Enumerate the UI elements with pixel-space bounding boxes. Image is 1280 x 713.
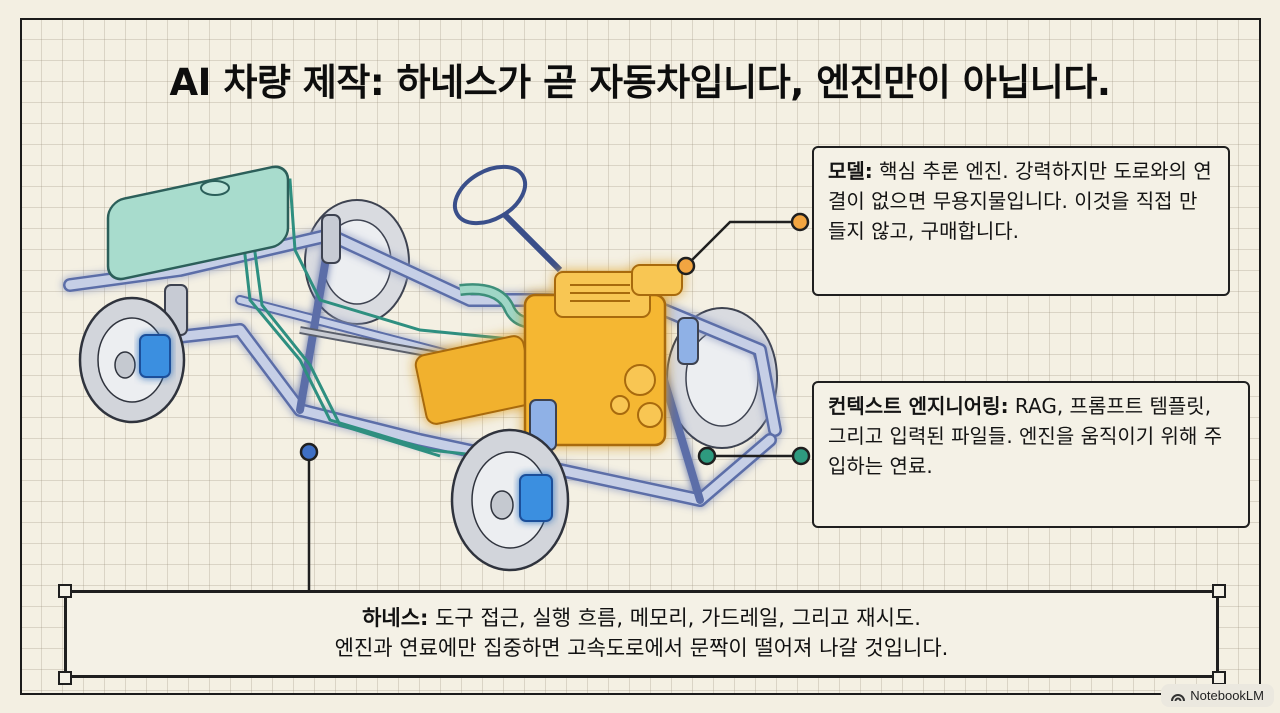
model-dot-callout — [790, 212, 810, 232]
notebooklm-watermark: NotebookLM — [1161, 684, 1274, 707]
harness-dot-frame — [299, 442, 319, 462]
context-dot-callout — [791, 446, 811, 466]
context-description: RAG, 프롬프트 템플릿, 그리고 입력된 파일들. 엔진을 움직이기 위해 … — [828, 394, 1223, 478]
fuel-tank-icon — [106, 165, 290, 281]
context-engineering-callout: 컨텍스트 엔지니어링: RAG, 프롬프트 템플릿, 그리고 입력된 파일들. … — [812, 381, 1250, 528]
brake-caliper-icon — [139, 334, 171, 378]
front-left-wheel-icon — [450, 428, 570, 572]
selection-handle-top-right — [1212, 584, 1226, 598]
harness-line-2: 엔진과 연료에만 집중하면 고속도로에서 문짝이 떨어져 나갈 것입니다. — [334, 636, 949, 660]
notebooklm-logo-icon — [1171, 693, 1186, 701]
harness-line-1: 하네스: 도구 접근, 실행 흐름, 메모리, 가드레일, 그리고 재시도. — [64, 603, 1219, 633]
steering-wheel-icon — [452, 164, 563, 273]
chassis-frame-icon — [63, 228, 782, 507]
selection-handle-bottom-left — [58, 671, 72, 685]
selection-handle-bottom-right — [1212, 671, 1226, 685]
context-dot-chassis — [697, 446, 717, 466]
model-connector-line — [685, 220, 798, 267]
harness-description: 도구 접근, 실행 흐름, 메모리, 가드레일, 그리고 재시도. — [428, 606, 921, 630]
context-label: 컨텍스트 엔지니어링: — [828, 394, 1009, 418]
selection-handle-top-left — [58, 584, 72, 598]
watermark-label: NotebookLM — [1190, 688, 1264, 703]
brake-caliper-icon — [519, 474, 553, 522]
model-callout: 모델: 핵심 추론 엔진. 강력하지만 도로와의 연결이 없으면 무용지물입니다… — [812, 146, 1230, 296]
engine-icon — [414, 264, 683, 447]
harness-callout: 하네스: 도구 접근, 실행 흐름, 메모리, 가드레일, 그리고 재시도. 엔… — [64, 590, 1219, 678]
rear-left-wheel-icon — [78, 296, 186, 424]
page-title: AI 차량 제작: 하네스가 곧 자동차입니다, 엔진만이 아닙니다. — [169, 61, 1111, 104]
harness-label: 하네스: — [362, 606, 429, 630]
model-description: 핵심 추론 엔진. 강력하지만 도로와의 연결이 없으면 무용지물입니다. 이것… — [828, 159, 1212, 243]
model-dot-engine — [676, 256, 696, 276]
model-label: 모델: — [828, 159, 873, 183]
